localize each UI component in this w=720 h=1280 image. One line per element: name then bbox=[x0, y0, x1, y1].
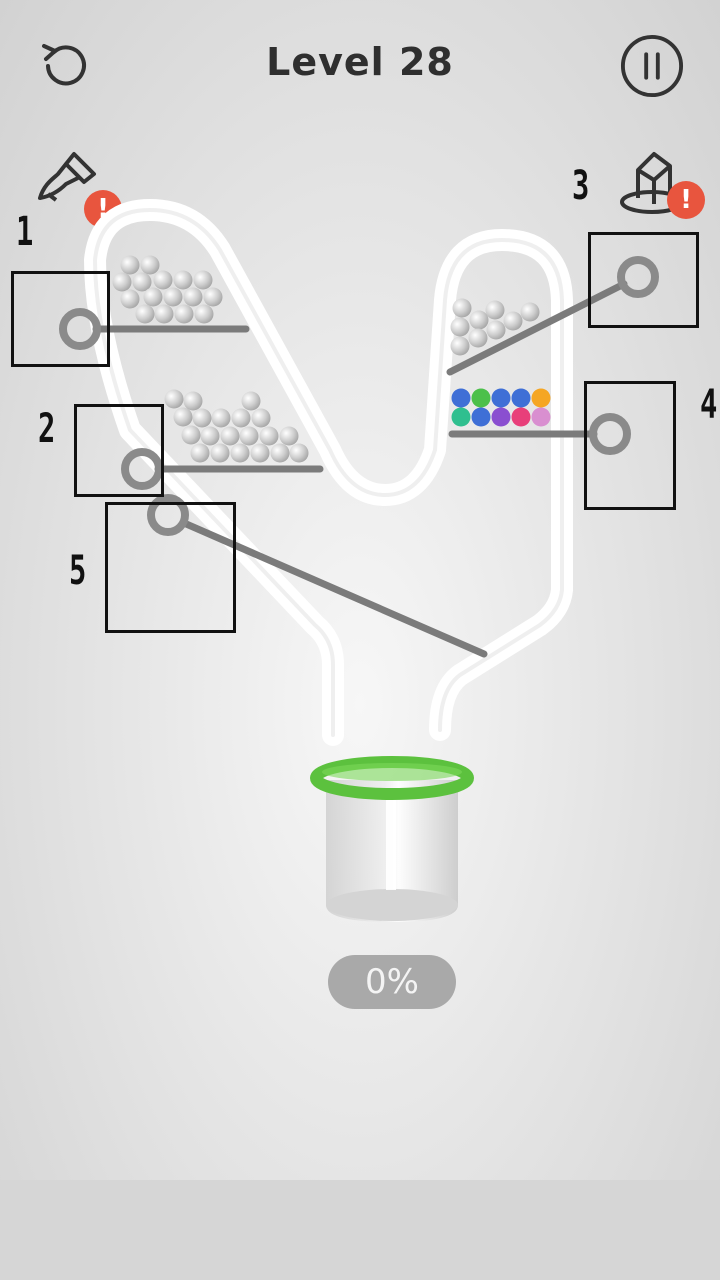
fill-progress-label: 0% bbox=[328, 955, 456, 1009]
colored-balls bbox=[451, 388, 551, 427]
pin-2[interactable] bbox=[121, 448, 324, 490]
marker-box-2 bbox=[74, 404, 164, 497]
marker-box-4 bbox=[584, 381, 676, 510]
marker-box-3 bbox=[588, 232, 699, 328]
marker-number-4: 4 bbox=[700, 382, 718, 428]
bottom-bar bbox=[0, 1180, 720, 1280]
pin-1[interactable] bbox=[59, 308, 250, 350]
level-title: Level 28 bbox=[266, 40, 454, 84]
marker-number-5: 5 bbox=[69, 548, 87, 594]
marker-number-1: 1 bbox=[16, 209, 34, 255]
paint-brush-button[interactable] bbox=[34, 148, 104, 218]
grey-balls-upper-left bbox=[112, 255, 223, 324]
collection-cup bbox=[310, 756, 474, 922]
marker-number-3: 3 bbox=[572, 163, 590, 209]
pin-3[interactable] bbox=[446, 256, 659, 376]
restart-icon bbox=[42, 44, 86, 86]
pin-4[interactable] bbox=[448, 413, 631, 455]
grey-balls-lower-left bbox=[164, 389, 309, 463]
pause-button[interactable] bbox=[620, 34, 684, 98]
pins bbox=[59, 256, 659, 658]
grey-balls-right bbox=[450, 298, 540, 356]
restart-button[interactable] bbox=[34, 34, 98, 98]
skin-alert-badge: ! bbox=[667, 181, 705, 219]
paint-brush-icon bbox=[38, 152, 96, 202]
marker-number-2: 2 bbox=[38, 406, 56, 452]
pause-icon bbox=[620, 34, 684, 98]
marker-box-5 bbox=[105, 502, 236, 633]
marker-box-1 bbox=[11, 271, 110, 367]
